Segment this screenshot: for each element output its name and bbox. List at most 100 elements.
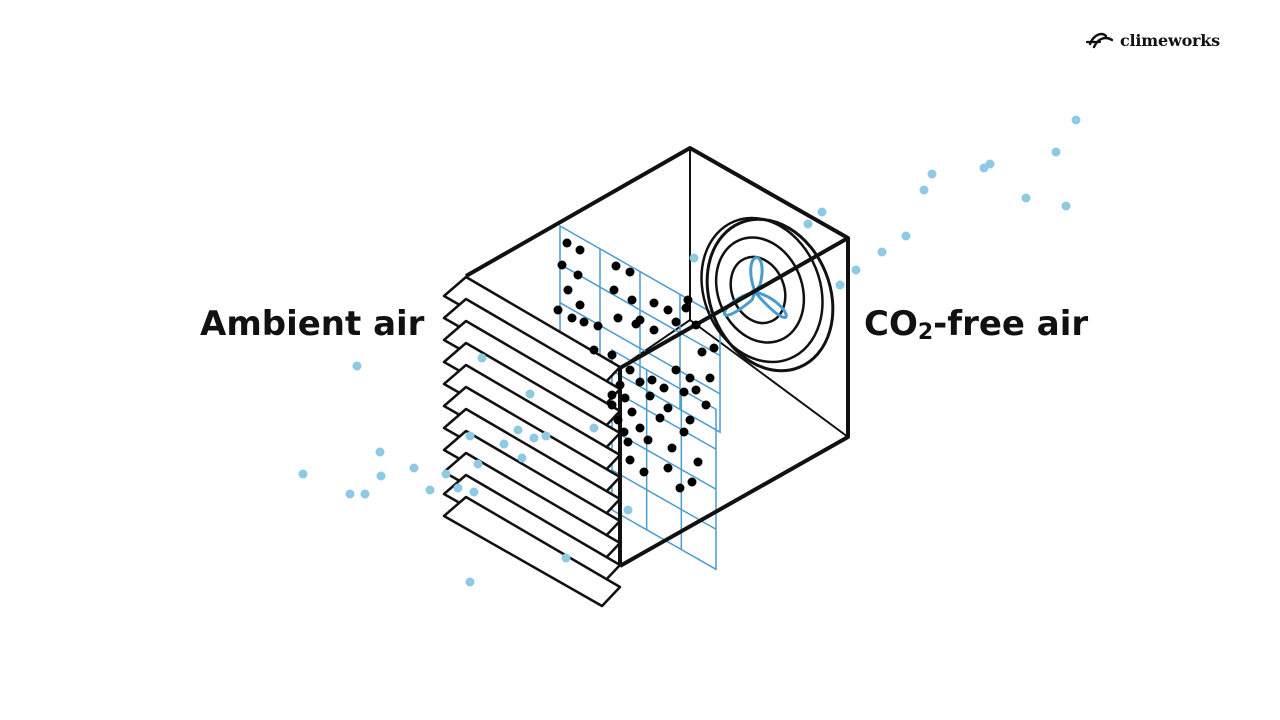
air-particle xyxy=(465,577,475,587)
air-particle xyxy=(465,431,475,441)
co2-particle xyxy=(683,295,693,305)
co2-particle xyxy=(627,407,637,417)
air-particle xyxy=(409,463,419,473)
air-particle xyxy=(477,353,487,363)
air-particle xyxy=(298,469,308,479)
co2-particle xyxy=(625,267,635,277)
co2-label-subscript: 2 xyxy=(917,320,934,345)
air-particle xyxy=(513,425,523,435)
air-particle xyxy=(817,207,827,217)
air-particle xyxy=(1071,115,1081,125)
co2-particle xyxy=(655,413,665,423)
co2-particle xyxy=(575,245,585,255)
air-particle xyxy=(360,489,370,499)
air-particle xyxy=(1021,193,1031,203)
co2-particle xyxy=(705,373,715,383)
co2-particle xyxy=(691,385,701,395)
co2-particle xyxy=(649,325,659,335)
co2-particle xyxy=(663,305,673,315)
brand-logo: climeworks xyxy=(1086,30,1220,50)
air-particle xyxy=(425,485,435,495)
co2-particle xyxy=(575,300,585,310)
air-particle xyxy=(919,185,929,195)
collector-box-outline xyxy=(465,146,850,568)
air-particle xyxy=(589,423,599,433)
air-particle xyxy=(441,469,451,479)
air-particle xyxy=(376,471,386,481)
louver-slat xyxy=(442,495,622,608)
co2-particle xyxy=(691,320,701,330)
co2-particle xyxy=(627,295,637,305)
co2-particle xyxy=(639,467,649,477)
co2-particle xyxy=(697,347,707,357)
co2-particle xyxy=(693,457,703,467)
co2-particle xyxy=(671,317,681,327)
air-particle xyxy=(835,280,845,290)
climeworks-logo-icon xyxy=(1086,32,1114,49)
air-particle xyxy=(901,231,911,241)
air-particle xyxy=(469,487,479,497)
air-particle xyxy=(453,483,463,493)
co2-particle xyxy=(619,427,629,437)
co2-particle xyxy=(671,365,681,375)
co2-particle xyxy=(681,303,691,313)
air-particle xyxy=(1051,147,1061,157)
air-particles xyxy=(298,115,1081,587)
co2-particle xyxy=(659,383,669,393)
co2-particle xyxy=(567,313,577,323)
co2-particle xyxy=(613,313,623,323)
air-particle xyxy=(375,447,385,457)
co2-particle xyxy=(620,393,630,403)
co2-free-air-label: CO2-free air xyxy=(864,302,1088,355)
co2-particle xyxy=(679,427,689,437)
air-particle xyxy=(851,265,861,275)
air-particle xyxy=(352,361,362,371)
air-particle xyxy=(499,439,509,449)
air-particle xyxy=(529,433,539,443)
co2-particle xyxy=(563,285,573,295)
co2-particle xyxy=(685,373,695,383)
air-particle xyxy=(473,459,483,469)
co2-particle xyxy=(635,377,645,387)
co2-particle xyxy=(589,345,599,355)
co2-particle xyxy=(623,437,633,447)
co2-particle xyxy=(663,463,673,473)
co2-particle xyxy=(573,270,583,280)
co2-particle xyxy=(635,423,645,433)
co2-particle xyxy=(667,443,677,453)
co2-particle xyxy=(679,387,689,397)
air-particle xyxy=(541,431,551,441)
air-particle xyxy=(623,505,633,515)
air-particle xyxy=(877,247,887,257)
co2-particle xyxy=(553,305,563,315)
air-particle xyxy=(517,453,527,463)
co2-particle xyxy=(562,238,572,248)
co2-particle xyxy=(579,317,589,327)
co2-particle xyxy=(645,391,655,401)
co2-particle xyxy=(593,321,603,331)
co2-particle xyxy=(607,390,617,400)
co2-particle xyxy=(643,435,653,445)
co2-particle xyxy=(675,483,685,493)
air-particle xyxy=(525,389,535,399)
co2-particle xyxy=(625,455,635,465)
co2-label-suffix: -free air xyxy=(933,304,1089,344)
co2-particle xyxy=(663,403,673,413)
air-particle xyxy=(345,489,355,499)
brand-name: climeworks xyxy=(1120,30,1220,50)
co2-particle xyxy=(615,380,625,390)
co2-particle xyxy=(607,400,617,410)
co2-particle xyxy=(625,365,635,375)
co2-particle xyxy=(609,285,619,295)
co2-particle xyxy=(701,400,711,410)
fan-icon xyxy=(700,216,835,373)
co2-particle xyxy=(685,415,695,425)
ambient-air-label: Ambient air xyxy=(200,304,425,344)
co2-particle xyxy=(557,260,567,270)
air-particle xyxy=(561,553,571,563)
co2-particle xyxy=(687,477,697,487)
captured-co2-particles xyxy=(553,238,719,493)
air-particle xyxy=(689,253,699,263)
co2-particle xyxy=(613,415,623,425)
